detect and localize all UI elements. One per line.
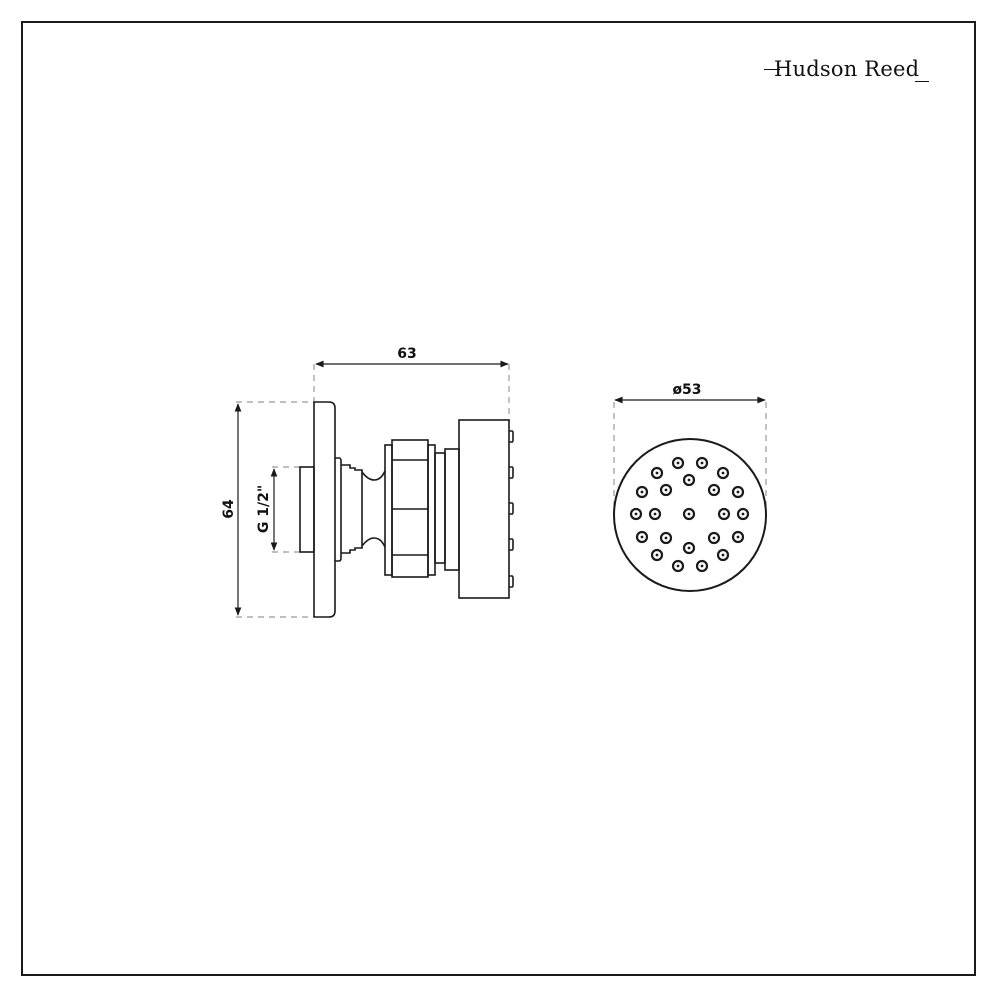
thread-stub [299,466,315,553]
height-dimension-label: 64 [221,499,237,519]
neck [361,470,386,481]
collar [444,448,460,571]
nut-ring-right [427,444,436,576]
stepped-body [341,464,363,554]
diameter-extension-lines [613,402,767,515]
flange [335,457,342,562]
diameter-dimension-label: ø53 [672,382,701,398]
nut-ring-left [384,444,393,576]
brand-logo: Hudson Reed [764,52,930,86]
depth-dimension-label: 63 [397,346,416,362]
wall-plate [313,401,336,618]
spacer [434,452,446,564]
side-view [234,360,514,618]
front-view [613,396,767,592]
logo-strike-mark [764,68,780,71]
brand-name: Hudson Reed [774,57,920,81]
thread-dimension-label: G 1/2" [256,485,272,533]
nozzles [629,456,750,573]
jet-face [613,438,767,592]
drawing-frame [21,21,976,976]
extension-lines [236,364,510,618]
jet-head [458,419,510,599]
logo-underline-mark [915,80,930,82]
nozzle-bumps [509,430,514,588]
